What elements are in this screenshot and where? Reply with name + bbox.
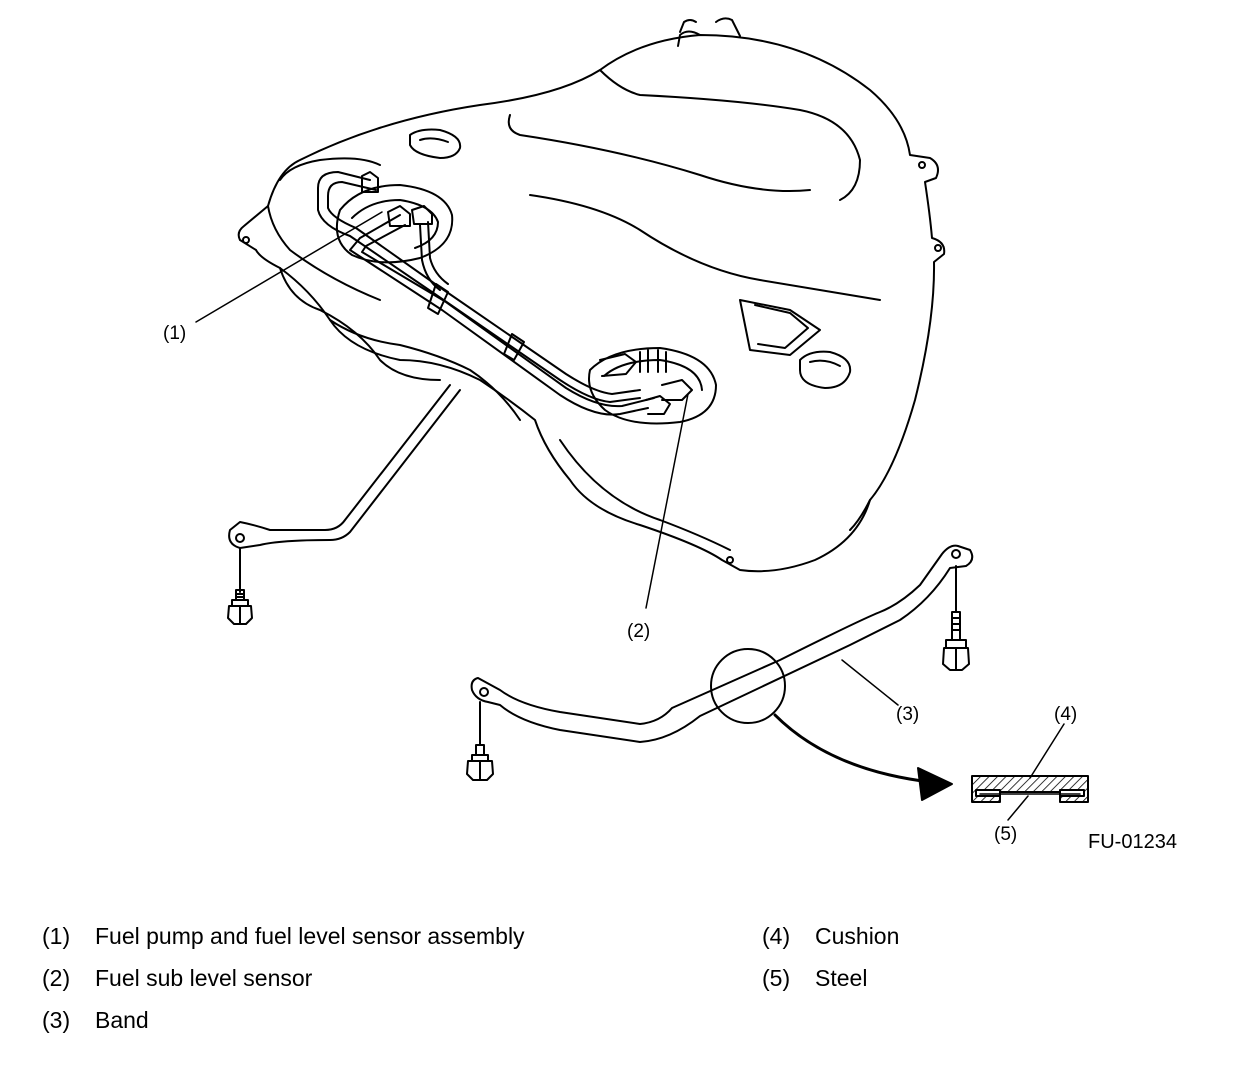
legend-number: (1) (42, 923, 71, 949)
callout-5: (5) (994, 824, 1017, 845)
legend-left-column: (1) Fuel pump and fuel level sensor asse… (42, 915, 525, 1041)
fuel-lines (317, 171, 693, 416)
legend-text: Cushion (815, 923, 900, 949)
legend-item-2: (2) Fuel sub level sensor (42, 957, 525, 999)
legend-text: Steel (815, 965, 868, 991)
fuel-tank-diagram: (1) (2) (3) (4) (5) FU-01234 (163, 17, 1177, 853)
legend-number: (5) (762, 965, 791, 991)
front-band (470, 544, 974, 743)
front-band-left-bolt (466, 701, 494, 781)
fuel-tank (237, 17, 946, 573)
fuel-pump-opening (336, 184, 454, 264)
front-band-right-bolt (942, 565, 970, 671)
callout-3: (3) (896, 704, 919, 725)
callout-1: (1) (163, 323, 186, 344)
legend-number: (3) (42, 1007, 71, 1033)
legend-right-column: (4) Cushion (5) Steel (762, 915, 899, 999)
detail-circle (710, 648, 786, 724)
legend-number: (4) (762, 923, 791, 949)
legend-text: Fuel pump and fuel level sensor assembly (95, 923, 525, 949)
rear-band-bolt (227, 589, 253, 625)
band-cross-section (971, 775, 1089, 803)
figure-id: FU-01234 (1088, 831, 1177, 853)
callout-2: (2) (627, 621, 650, 642)
legend-item-4: (4) Cushion (762, 915, 899, 957)
sub-level-sensor-opening (588, 347, 717, 425)
leader-lines (195, 211, 1065, 821)
legend-item-1: (1) Fuel pump and fuel level sensor asse… (42, 915, 525, 957)
legend-item-5: (5) Steel (762, 957, 899, 999)
legend-item-3: (3) Band (42, 999, 525, 1041)
callout-4: (4) (1054, 704, 1077, 725)
legend-text: Band (95, 1007, 149, 1033)
legend-text: Fuel sub level sensor (95, 965, 313, 991)
rear-band (228, 384, 461, 593)
legend-number: (2) (42, 965, 71, 991)
detail-arrow (773, 713, 953, 801)
